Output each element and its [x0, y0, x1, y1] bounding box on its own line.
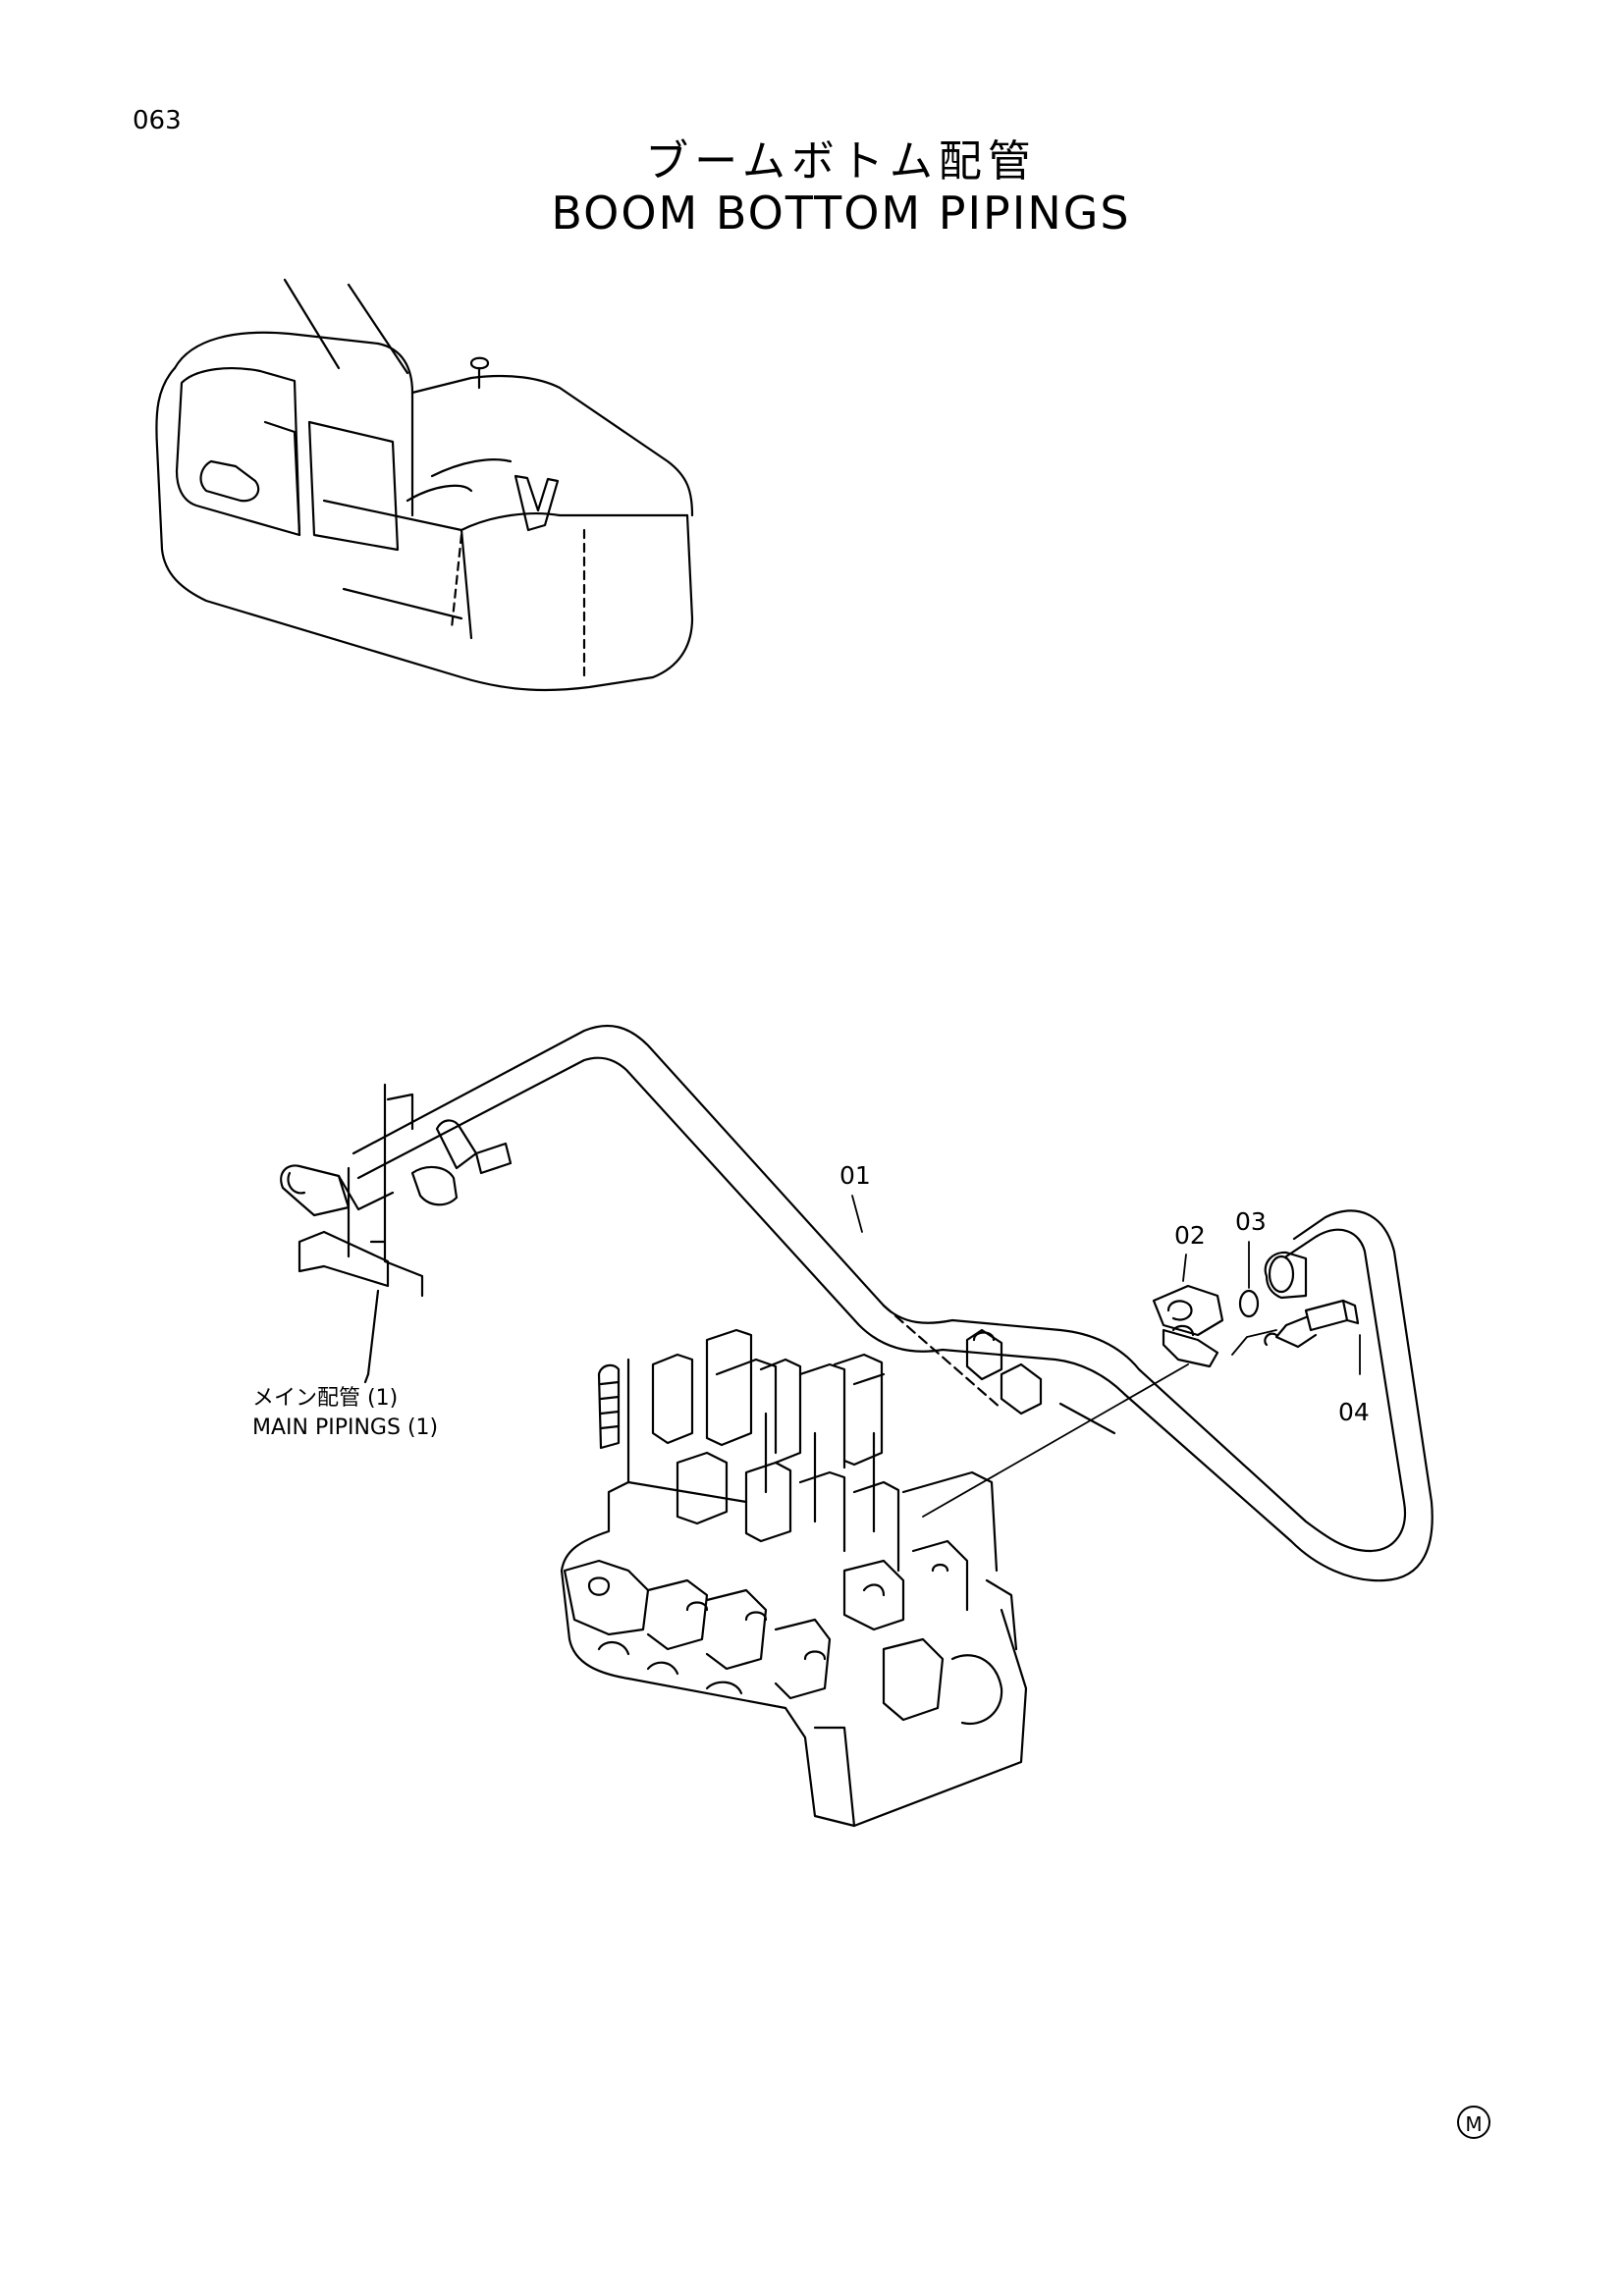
page-number: 063	[133, 106, 182, 135]
callout-02: 02	[1174, 1221, 1206, 1250]
reference-label: メイン配管 (1) MAIN PIPINGS (1)	[252, 1384, 438, 1443]
flange-02	[1152, 1284, 1224, 1368]
callout-04: 04	[1338, 1398, 1370, 1426]
callout-01: 01	[839, 1161, 871, 1190]
reference-label-english: MAIN PIPINGS (1)	[252, 1415, 439, 1440]
elbow-fittings	[280, 1119, 513, 1217]
title-japanese: ブームボトム配管	[645, 136, 1037, 187]
reference-leader	[363, 1372, 370, 1384]
o-ring-03	[1238, 1289, 1260, 1318]
title-english: BOOM BOTTOM PIPINGS	[551, 187, 1131, 240]
end-fitting	[1264, 1251, 1308, 1300]
reference-label-japanese: メイン配管 (1)	[252, 1386, 399, 1411]
callout-03: 03	[1235, 1207, 1267, 1236]
bolt-04	[1264, 1299, 1360, 1349]
leader-lines	[851, 1195, 1361, 1518]
bracket-assembly	[298, 1083, 424, 1376]
m-mark: M	[1457, 2106, 1490, 2139]
pipe-01	[352, 1024, 1434, 1582]
control-valve	[560, 1328, 1028, 1828]
excavator-overview	[155, 278, 694, 692]
